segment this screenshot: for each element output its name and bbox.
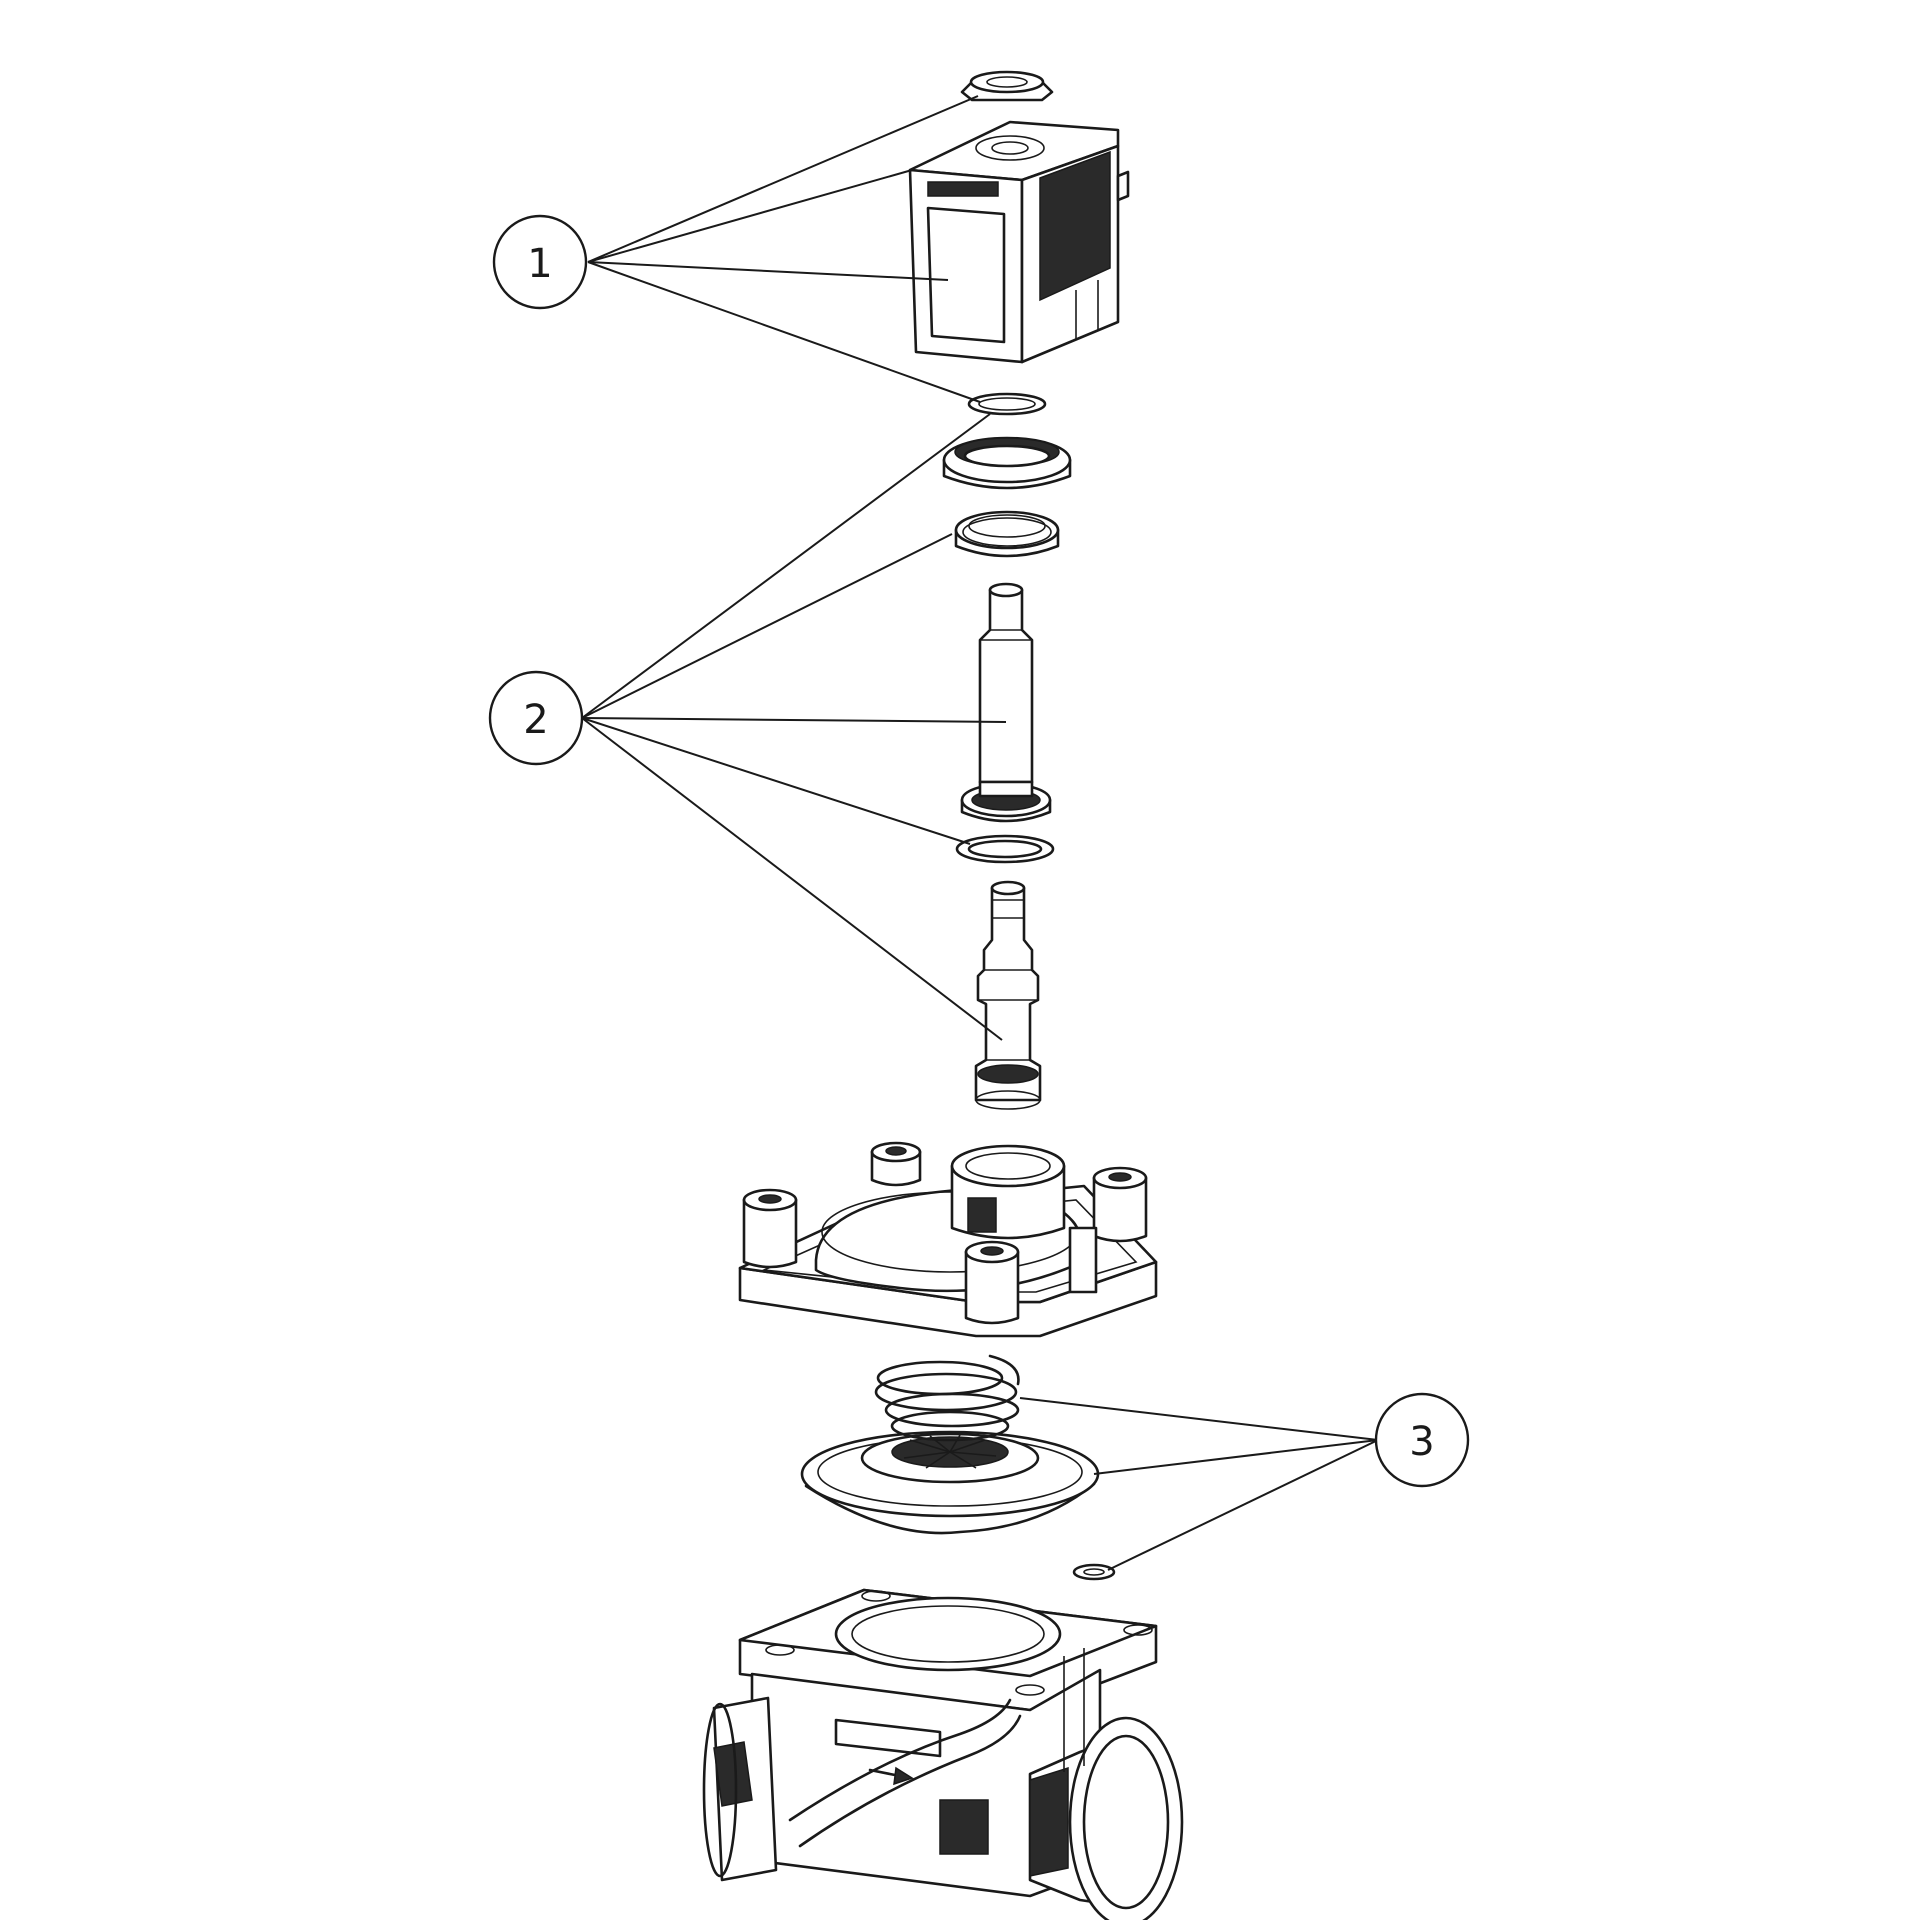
valve-cover [738,1141,1158,1338]
knurled-nut [942,436,1072,490]
spring [874,1354,1020,1428]
callout-1-label: 1 [527,241,552,287]
callout-1: 1 [492,214,588,310]
cover-screw-4 [964,1240,1020,1325]
leader-lines-callout-1 [587,95,981,403]
diaphragm-ribs [903,1434,997,1469]
cover-screw-2 [1092,1166,1148,1243]
solenoid-coil [908,120,1130,364]
o-ring-top [967,392,1047,416]
plunger [974,880,1042,1110]
coil-nut [960,70,1054,102]
valve-body [702,1588,1184,1920]
outlet-port [1028,1716,1184,1920]
coil-fins [1039,150,1111,340]
leader-lines-callout-2 [581,413,1007,1041]
small-seal [1072,1563,1116,1581]
callout-2-label: 2 [523,697,548,743]
cover-screw-1 [870,1141,922,1187]
body-threads [939,1799,989,1855]
callout-3: 3 [1374,1392,1470,1488]
threaded-ring [954,510,1060,558]
callout-2: 2 [488,670,584,766]
callout-3-label: 3 [1409,1419,1434,1465]
armature-tube [960,582,1052,823]
inlet-port [702,1696,778,1882]
diaphragm [800,1410,1100,1535]
leader-lines-callout-3 [1019,1397,1379,1571]
cover-screw-3 [742,1188,798,1269]
coil-label-marks [927,181,999,197]
